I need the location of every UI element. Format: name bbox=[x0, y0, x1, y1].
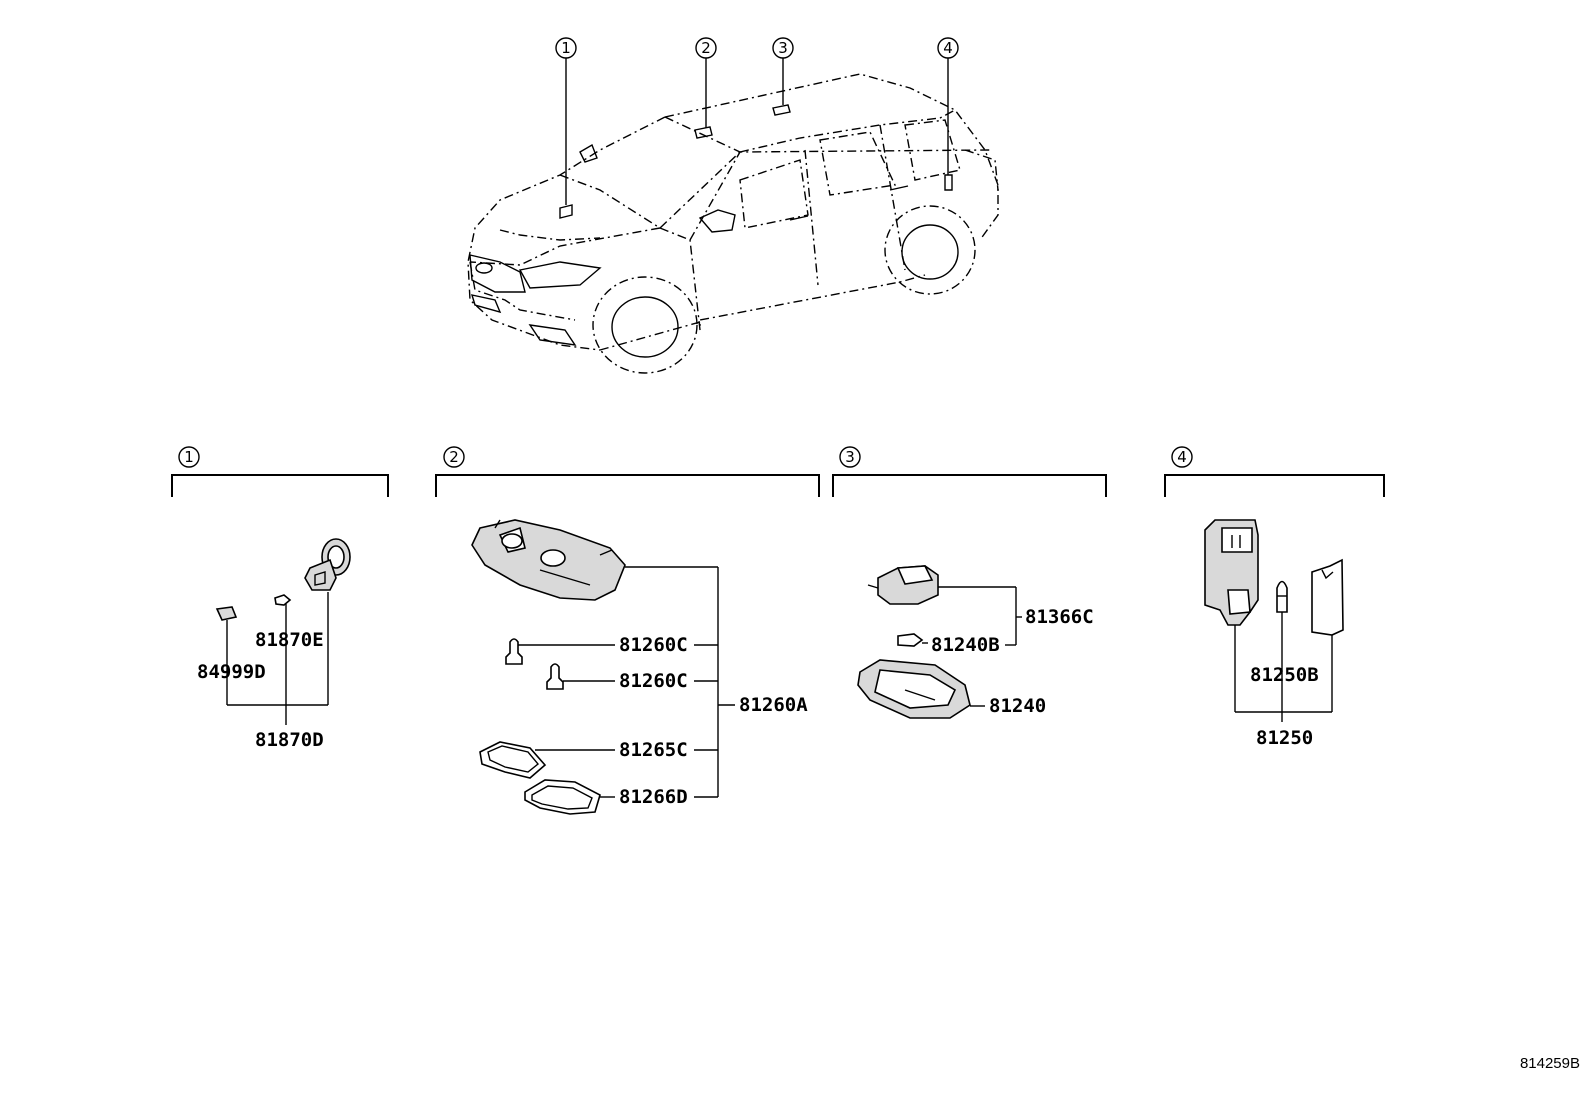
part-81240-housing[interactable] bbox=[857, 659, 971, 719]
label-81265c: 81265C bbox=[619, 739, 688, 761]
part-81250-lens[interactable] bbox=[1311, 558, 1344, 636]
svg-text:4: 4 bbox=[943, 39, 953, 57]
lamp-location-3 bbox=[772, 104, 791, 116]
lamp-location-2 bbox=[694, 126, 713, 139]
part-81366c-switch[interactable] bbox=[867, 565, 939, 605]
part-81250-lamp[interactable] bbox=[1204, 519, 1259, 626]
part-81870e-bulb[interactable] bbox=[274, 594, 292, 606]
label-81260a: 81260A bbox=[739, 694, 808, 716]
label-81870e: 81870E bbox=[255, 629, 324, 651]
label-81266d: 81266D bbox=[619, 786, 688, 808]
svg-text:2: 2 bbox=[701, 39, 711, 57]
callout-3: 3 bbox=[772, 37, 794, 59]
label-81240: 81240 bbox=[989, 695, 1046, 717]
group-4: 4 81250B 81250 bbox=[1164, 446, 1385, 749]
callout-4: 4 bbox=[937, 37, 959, 59]
lamp-location-4 bbox=[944, 174, 953, 191]
label-84999d: 84999D bbox=[197, 661, 266, 683]
rear-wheel bbox=[884, 205, 976, 295]
part-84999d-clip[interactable] bbox=[215, 606, 238, 621]
part-81260c-bulb-1[interactable] bbox=[505, 638, 523, 665]
car-illustration: 1 2 3 4 bbox=[467, 37, 999, 374]
callout-2: 2 bbox=[695, 37, 717, 59]
part-81250b-bulb[interactable] bbox=[1276, 580, 1288, 613]
callout-1: 1 bbox=[555, 37, 577, 59]
part-81260c-bulb-2[interactable] bbox=[546, 663, 564, 690]
label-81366c: 81366C bbox=[1025, 606, 1094, 628]
label-81250b: 81250B bbox=[1250, 664, 1319, 686]
label-81260c-1: 81260C bbox=[619, 634, 688, 656]
diagram-reference: 814259B bbox=[1520, 1055, 1580, 1072]
part-81265c-lens[interactable] bbox=[479, 741, 547, 779]
label-81260c-2: 81260C bbox=[619, 670, 688, 692]
svg-text:1: 1 bbox=[184, 448, 194, 466]
label-81250: 81250 bbox=[1256, 727, 1313, 749]
part-81870d-holder[interactable] bbox=[304, 538, 351, 591]
svg-text:4: 4 bbox=[1177, 448, 1187, 466]
part-81266d-cover[interactable] bbox=[524, 779, 601, 815]
lamp-location-1 bbox=[559, 204, 573, 219]
group-1: 1 81870E 84999D 81870D bbox=[171, 446, 389, 751]
group-3: 3 81366C 81240B 81240 bbox=[832, 446, 1107, 719]
group-2: 2 bbox=[435, 446, 820, 815]
svg-text:1: 1 bbox=[561, 39, 571, 57]
svg-text:2: 2 bbox=[449, 448, 459, 466]
svg-text:3: 3 bbox=[778, 39, 788, 57]
front-wheel bbox=[592, 276, 698, 374]
svg-text:3: 3 bbox=[845, 448, 855, 466]
part-81260a-housing[interactable] bbox=[471, 519, 626, 601]
label-81240b: 81240B bbox=[931, 634, 1000, 656]
label-81870d: 81870D bbox=[255, 729, 324, 751]
part-81240b-bulb[interactable] bbox=[897, 633, 924, 647]
